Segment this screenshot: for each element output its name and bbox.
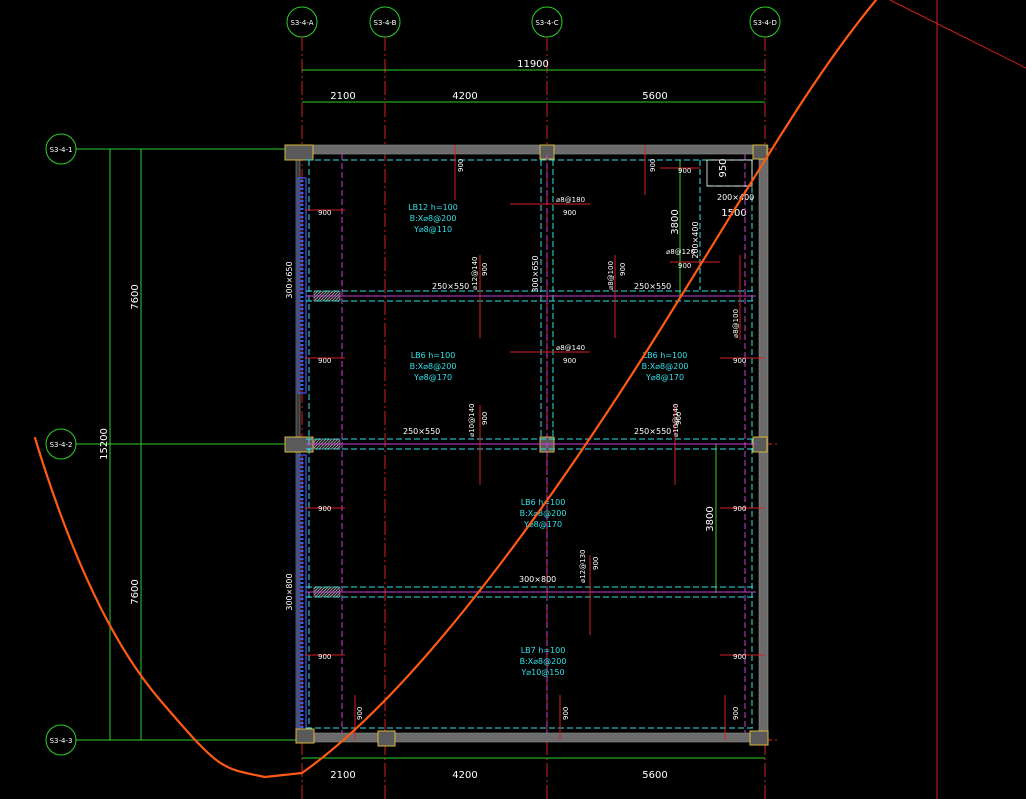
- dim-corner[interactable]: 950: [718, 158, 729, 177]
- len-label[interactable]: 900: [457, 159, 465, 172]
- dim-right-upper[interactable]: 3800: [670, 209, 681, 234]
- axis-label-3[interactable]: S3-4-3: [50, 737, 73, 745]
- len-label[interactable]: 900: [318, 653, 331, 661]
- len-label[interactable]: 900: [318, 209, 331, 217]
- slab-bottom-y[interactable]: Y⌀10@150: [520, 668, 564, 677]
- axis-label-d[interactable]: S3-4-D: [753, 19, 777, 27]
- axis-label-a[interactable]: S3-4-A: [290, 19, 313, 27]
- reference-lines: [889, 0, 1026, 799]
- beam-label[interactable]: 250×550: [634, 427, 671, 436]
- rebar-label[interactable]: ⌀10@140: [672, 404, 680, 437]
- dim-bottom-span-2[interactable]: 4200: [452, 770, 477, 781]
- beam-label[interactable]: 200×400: [717, 193, 754, 202]
- beam-label[interactable]: 300×650: [531, 255, 540, 292]
- len-label[interactable]: 900: [562, 707, 570, 720]
- slab-name[interactable]: LB7 h=100: [521, 646, 566, 655]
- axis-label-c[interactable]: S3-4-C: [535, 19, 558, 27]
- beam-label[interactable]: 300×800: [285, 573, 294, 610]
- markup-curve: [33, 0, 878, 779]
- axis-label-2[interactable]: S3-4-2: [50, 441, 73, 449]
- slab-labels: LB12 h=100 B:X⌀8@200 Y⌀8@110 LB6 h=100 B…: [408, 203, 688, 677]
- len-label[interactable]: 900: [592, 557, 600, 570]
- axis-label-1[interactable]: S3-4-1: [50, 146, 73, 154]
- slab-name[interactable]: LB6 h=100: [521, 498, 566, 507]
- dim-top-span-1[interactable]: 2100: [330, 91, 355, 102]
- dim-left-span-2[interactable]: 7600: [130, 579, 141, 604]
- slab-bottom-x[interactable]: B:X⌀8@200: [410, 362, 457, 371]
- beams: [306, 154, 756, 733]
- beam-label[interactable]: 300×800: [519, 575, 556, 584]
- slab-bottom-y[interactable]: Y⌀8@170: [413, 373, 452, 382]
- slab-name[interactable]: LB6 h=100: [411, 351, 456, 360]
- dim-right-lower[interactable]: 3800: [705, 506, 716, 531]
- len-label[interactable]: 900: [318, 357, 331, 365]
- len-label[interactable]: 900: [678, 167, 691, 175]
- beam-label[interactable]: 200×400: [691, 221, 700, 258]
- slab-bottom-x[interactable]: B:X⌀8@200: [410, 214, 457, 223]
- len-label[interactable]: 900: [481, 412, 489, 425]
- len-label[interactable]: 900: [675, 412, 683, 425]
- rebar-label[interactable]: ⌀12@140: [471, 257, 479, 290]
- len-label[interactable]: 900: [356, 707, 364, 720]
- dimension-lines: [76, 69, 765, 759]
- len-label[interactable]: 900: [732, 707, 740, 720]
- rebar-label[interactable]: ⌀8@120: [666, 248, 695, 256]
- len-label[interactable]: 900: [733, 505, 746, 513]
- row-axis-bubbles: S3-4-1 S3-4-2 S3-4-3: [45, 133, 77, 756]
- span-labels: 900 900 900 900 900 900 900 900 900 900 …: [318, 159, 746, 720]
- slab-bottom-x[interactable]: B:X⌀8@200: [520, 509, 567, 518]
- rebar-label[interactable]: ⌀8@100: [732, 309, 740, 338]
- beam-label[interactable]: 250×550: [403, 427, 440, 436]
- rebar-marks: [305, 145, 765, 740]
- len-label[interactable]: 900: [733, 653, 746, 661]
- len-label[interactable]: 900: [619, 263, 627, 276]
- dim-bottom-span-1[interactable]: 2100: [330, 770, 355, 781]
- dim-top-span-3[interactable]: 5600: [642, 91, 667, 102]
- dim-top-span-2[interactable]: 4200: [452, 91, 477, 102]
- columns: [284, 144, 769, 747]
- slab-bottom-x[interactable]: B:X⌀8@200: [520, 657, 567, 666]
- beam-label[interactable]: 300×650: [285, 261, 294, 298]
- dim-top-total[interactable]: 11900: [517, 59, 549, 70]
- rebar-label[interactable]: ⌀8@140: [556, 344, 585, 352]
- rebar-label[interactable]: ⌀8@180: [556, 196, 585, 204]
- rebar-label[interactable]: ⌀12@130: [579, 550, 587, 583]
- len-label[interactable]: 900: [563, 357, 576, 365]
- rebar-label[interactable]: ⌀10@140: [468, 404, 476, 437]
- slab-bottom-y[interactable]: Y⌀8@110: [413, 225, 452, 234]
- slab-name[interactable]: LB6 h=100: [643, 351, 688, 360]
- slab-bottom-y[interactable]: Y⌀8@170: [645, 373, 684, 382]
- len-label[interactable]: 900: [481, 263, 489, 276]
- axis-label-b[interactable]: S3-4-B: [374, 19, 397, 27]
- column-axis-bubbles: S3-4-A S3-4-B S3-4-C S3-4-D: [286, 6, 781, 38]
- slab-bottom-y[interactable]: Y⌀8@170: [523, 520, 562, 529]
- len-label[interactable]: 900: [318, 505, 331, 513]
- rebar-labels: ⌀8@180 ⌀8@140 ⌀12@140 ⌀8@100 ⌀8@120 ⌀8@1…: [468, 196, 740, 583]
- dim-corner-width[interactable]: 1500: [721, 208, 746, 219]
- slab-bottom-x[interactable]: B:X⌀8@200: [642, 362, 689, 371]
- beam-label[interactable]: 250×550: [634, 282, 671, 291]
- beam-label[interactable]: 250×550: [432, 282, 469, 291]
- dimension-text: 11900 2100 4200 5600 2100 4200 5600 1520…: [99, 59, 747, 781]
- dim-bottom-span-3[interactable]: 5600: [642, 770, 667, 781]
- dim-left-total[interactable]: 15200: [99, 428, 110, 460]
- slab-name[interactable]: LB12 h=100: [408, 203, 458, 212]
- len-label[interactable]: 900: [563, 209, 576, 217]
- beam-labels: 250×550 250×550 250×550 250×550 300×800 …: [285, 193, 754, 611]
- dim-left-span-1[interactable]: 7600: [130, 284, 141, 309]
- len-label[interactable]: 900: [649, 159, 657, 172]
- rebar-label[interactable]: ⌀8@100: [607, 261, 615, 290]
- len-label[interactable]: 900: [733, 357, 746, 365]
- len-label[interactable]: 900: [678, 262, 691, 270]
